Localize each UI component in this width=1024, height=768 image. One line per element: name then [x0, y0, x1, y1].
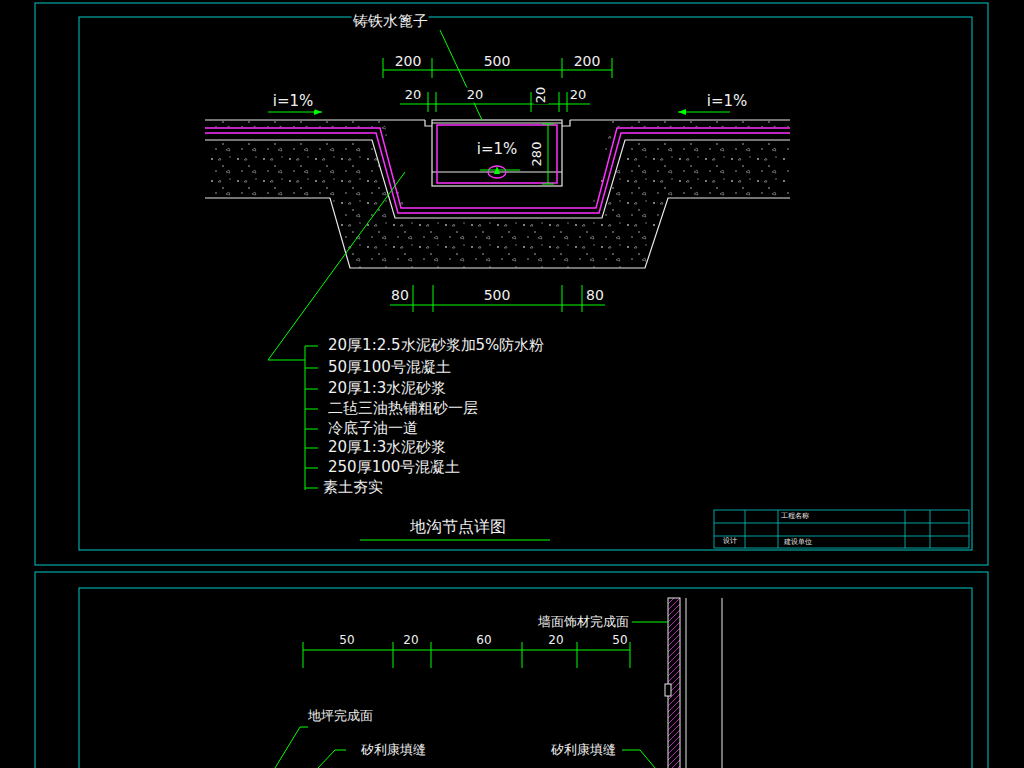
- dimension-text: 20: [569, 88, 588, 103]
- annotation-text: 50厚100号混凝土: [327, 359, 452, 376]
- dimension-text: 200: [394, 53, 423, 69]
- slope-text: i=1%: [476, 141, 519, 158]
- dimension-text: 60: [475, 634, 492, 648]
- concrete-base: [205, 140, 790, 268]
- slope-text: i=1%: [706, 93, 749, 110]
- dimension-lines: [268, 58, 730, 312]
- annotation-text: 工程名称: [780, 512, 810, 520]
- dimension-text: 80: [390, 287, 410, 303]
- dimension-text: 500: [483, 287, 512, 303]
- grate: [432, 123, 562, 124]
- annotation-text: 素土夯实: [322, 479, 384, 496]
- annotation-text: 250厚100号混凝土: [327, 459, 461, 476]
- annotation-text: 地坪完成面: [307, 709, 374, 724]
- dimension-text: 200: [573, 53, 602, 69]
- dimension-text: 50: [611, 634, 628, 648]
- annotation-text: 矽利康填缝: [550, 743, 617, 758]
- leader-lines: [268, 30, 550, 540]
- dimension-text: 500: [483, 53, 512, 69]
- annotation-text: 墙面饰材完成面: [537, 615, 630, 630]
- annotation-text: 矽利康填缝: [360, 743, 427, 758]
- concrete-slab: [205, 121, 790, 209]
- dimension-text: 20: [534, 86, 549, 105]
- dimension-text: 280: [530, 141, 545, 168]
- annotation-text: 20厚1:2.5水泥砂浆加5%防水粉: [327, 337, 545, 354]
- annotation-text: 建设单位: [783, 538, 813, 546]
- annotation-text: 20厚1:3水泥砂浆: [327, 439, 447, 456]
- annotation-text: 设计: [722, 537, 738, 545]
- annotation-text: 冷底子油一道: [327, 420, 419, 437]
- dimension-text: 80: [585, 287, 605, 303]
- annotation-text: 20厚1:3水泥砂浆: [327, 380, 447, 397]
- waterproof-layer: [205, 125, 790, 213]
- annotation-text: 铸铁水篦子: [352, 13, 429, 30]
- dimension-text: 20: [402, 634, 419, 648]
- trench-section: [205, 120, 790, 268]
- slope-arrows: [314, 109, 686, 174]
- dimension-text: 20: [466, 88, 485, 103]
- drain-pipe: [488, 166, 506, 178]
- title-block: [714, 510, 969, 548]
- dimension-text: 50: [338, 634, 355, 648]
- dimension-text: 20: [547, 634, 564, 648]
- lower-dimensions: [275, 622, 668, 768]
- dimension-text: 20: [404, 88, 423, 103]
- drawing-title: 地沟节点详图: [409, 518, 507, 536]
- annotation-text: 二毡三油热铺粗砂一层: [327, 400, 479, 417]
- slope-text: i=1%: [272, 93, 315, 110]
- wall-section: [665, 598, 722, 768]
- sheet-frame: [35, 3, 988, 768]
